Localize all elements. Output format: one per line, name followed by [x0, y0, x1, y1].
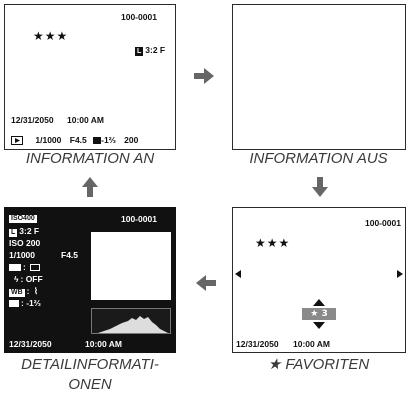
- rating-selector[interactable]: ★ 3: [302, 308, 336, 320]
- frame-number: 100-0001: [121, 12, 157, 22]
- playback-icon: [11, 136, 23, 146]
- exposure-comp-icon: [93, 137, 102, 145]
- previous-image-icon[interactable]: [235, 270, 241, 278]
- favorite-stars: ★★★: [255, 236, 291, 250]
- caption-favorites: ★ FAVORITEN: [267, 356, 370, 373]
- aperture: F4.5: [61, 250, 79, 260]
- frame-number: 100-0001: [121, 214, 157, 224]
- fluorescent-icon: ⌇: [33, 286, 39, 296]
- date: 12/31/2050: [236, 339, 279, 349]
- aspect-ratio: 3:2 F: [145, 45, 166, 55]
- camera-icon: [30, 264, 41, 272]
- shutter-speed: 1/1000: [35, 135, 62, 145]
- time: 10:00 AM: [67, 115, 105, 125]
- caption-info-off: INFORMATION AUS: [249, 150, 388, 167]
- mode-row: :: [9, 262, 41, 272]
- aspect-ratio: 3:2 F: [19, 226, 40, 236]
- exposure-comp-icon: [9, 300, 19, 308]
- histogram: [91, 308, 171, 334]
- caption-detail-line1: DETAILINFORMATI-: [21, 356, 159, 373]
- arrow-right-icon: [194, 68, 214, 84]
- iso-badge: ISO400: [9, 215, 37, 223]
- rating-value: 3: [321, 309, 328, 319]
- iso-value: ISO 200: [9, 238, 41, 248]
- shutter-speed: 1/1000: [9, 250, 35, 260]
- screen-info-off: [232, 4, 406, 150]
- screen-favorites: 100-0001 ★★★ ★ 3 12/31/2050 10:00 AM: [232, 207, 406, 353]
- white-balance-row: WB: ⌇: [9, 286, 39, 297]
- caption-info-on: INFORMATION AN: [25, 150, 155, 167]
- shooting-mode-icon: [9, 264, 21, 272]
- caption-detail-line2: ONEN: [68, 376, 112, 393]
- time: 10:00 AM: [293, 339, 331, 349]
- next-image-icon[interactable]: [397, 270, 403, 278]
- rating-down-icon[interactable]: [313, 322, 325, 329]
- arrow-left-icon: [196, 275, 216, 291]
- size-badge: L: [9, 229, 18, 237]
- date: 12/31/2050: [9, 339, 52, 349]
- exposure-comp-row: : -1⅔: [9, 298, 41, 308]
- frame-number: 100-0001: [365, 218, 401, 228]
- white-balance-icon: WB: [9, 289, 25, 297]
- iso-value: 200: [124, 135, 139, 145]
- flash-icon: ϟ: [14, 274, 19, 284]
- image-thumbnail: [91, 232, 171, 300]
- aperture: F4.5: [69, 135, 87, 145]
- exposure-info-row: 1/1000 F4.5 -1⅔ 200: [11, 135, 139, 146]
- exposure-comp: -1⅔: [101, 135, 116, 145]
- arrow-up-icon: [82, 177, 98, 197]
- favorite-stars: ★★★: [33, 29, 69, 43]
- flash-row: ϟ: OFF: [14, 274, 43, 284]
- rating-up-icon[interactable]: [313, 299, 325, 306]
- time: 10:00 AM: [85, 339, 123, 349]
- date: 12/31/2050: [11, 115, 54, 125]
- arrow-down-icon: [312, 177, 328, 197]
- size-badge: L: [135, 47, 144, 56]
